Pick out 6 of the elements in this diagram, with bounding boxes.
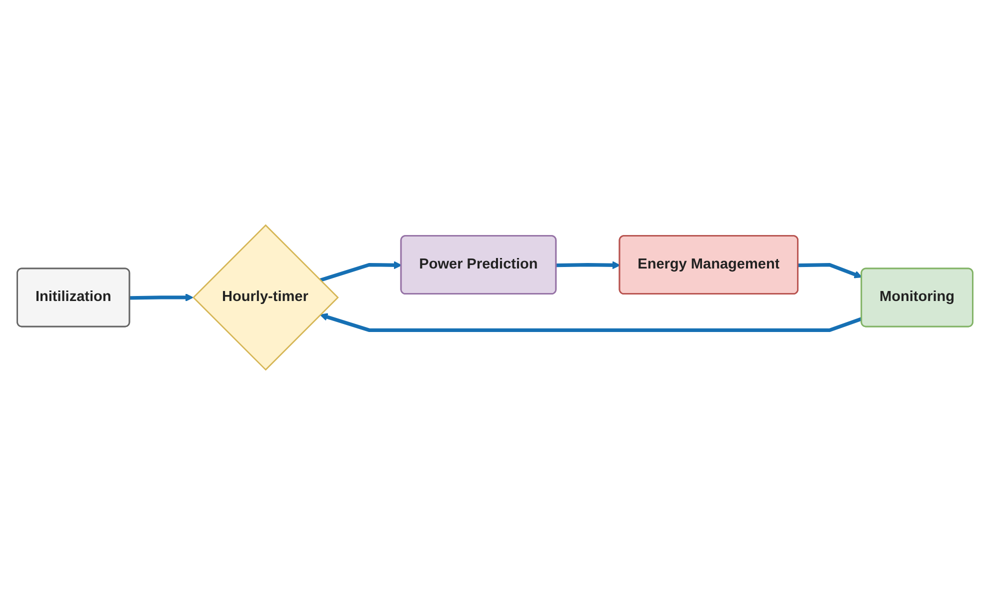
- arrow: [556, 261, 620, 270]
- arrow: [798, 263, 862, 278]
- arrow: [320, 313, 862, 332]
- arrow: [320, 261, 402, 282]
- arrow: [130, 294, 194, 302]
- node-diamond: Hourly-timer: [192, 224, 339, 371]
